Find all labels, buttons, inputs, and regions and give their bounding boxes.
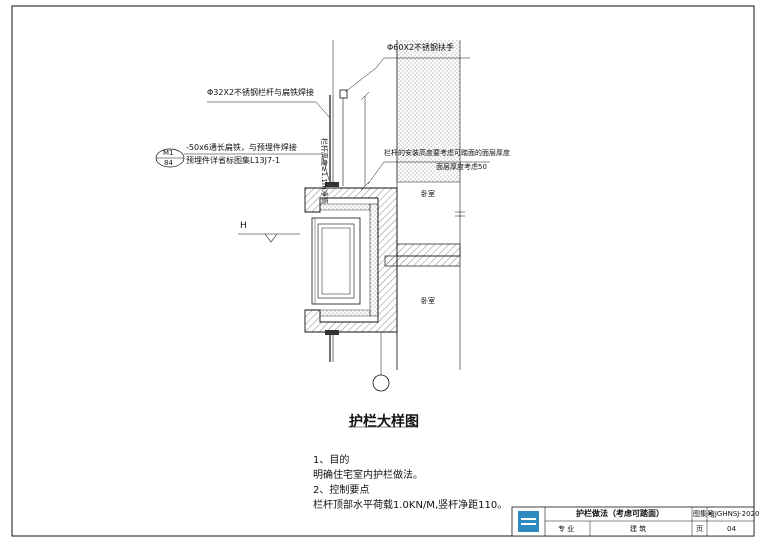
note-line-3: 2、控制要点 xyxy=(313,485,370,496)
finish-note-label: 面层厚度考虑50 xyxy=(436,163,487,171)
upper-wall xyxy=(396,40,461,255)
railing-label: Φ32X2不锈钢栏杆与扁铁焊接 xyxy=(207,88,315,97)
page-label: 页 xyxy=(696,525,703,533)
concrete-frame xyxy=(304,187,398,333)
vertical-height-label: 栏杆高度≥1.1m净高 xyxy=(320,138,328,204)
page-number: 04 xyxy=(727,525,736,533)
notes-block: 1、目的 明确住宅室内护栏做法。 2、控制要点 栏杆顶部水平荷载1.0KN/M,… xyxy=(313,453,507,513)
height-note-label: 栏杆的安装高度要考虑可踏面的面层厚度 xyxy=(384,149,510,157)
major-label: 专 业 xyxy=(558,525,575,533)
note-line-1: 1、目的 xyxy=(313,455,350,466)
handrail-label: Φ60X2不锈钢扶手 xyxy=(387,43,455,52)
sheet-border xyxy=(11,5,755,537)
note-line-4: 栏杆顶部水平荷载1.0KN/M,竖杆净距110。 xyxy=(313,500,508,511)
room-lower-label: 卧室 xyxy=(421,297,435,305)
note-line-2: 明确住宅室内护栏做法。 xyxy=(313,470,423,481)
level-mark xyxy=(238,233,300,243)
level-mark-label: H xyxy=(240,221,247,231)
major-value: 建 筑 xyxy=(630,525,647,533)
dimension-line xyxy=(360,91,370,191)
railing xyxy=(325,40,348,362)
leader-railing xyxy=(207,101,331,119)
title-block-title: 护栏做法（考虑可踏面） xyxy=(576,509,664,518)
atlas-label: 图集号 xyxy=(693,510,714,518)
leader-flat-iron xyxy=(184,153,330,181)
drawing-title: 护栏大样图 xyxy=(349,414,419,430)
ref-mark-bottom: 84 xyxy=(164,159,173,167)
atlas-number: XJJGHNSJ-2020 xyxy=(708,510,760,518)
leader-handrail xyxy=(375,57,470,69)
room-upper-label: 卧室 xyxy=(421,190,435,198)
reference-mark xyxy=(155,148,185,168)
logo-icon xyxy=(518,511,539,532)
leader-height xyxy=(367,161,490,185)
embedded-label: 预埋件详省标图集L13J7-1 xyxy=(186,156,281,165)
title-block xyxy=(511,506,755,537)
window xyxy=(311,217,361,305)
axis-bubble xyxy=(372,332,390,392)
ref-mark-top: M1 xyxy=(163,149,174,157)
flat-iron-label: -50x6通长扁铁，与预埋件焊接 xyxy=(186,143,297,152)
